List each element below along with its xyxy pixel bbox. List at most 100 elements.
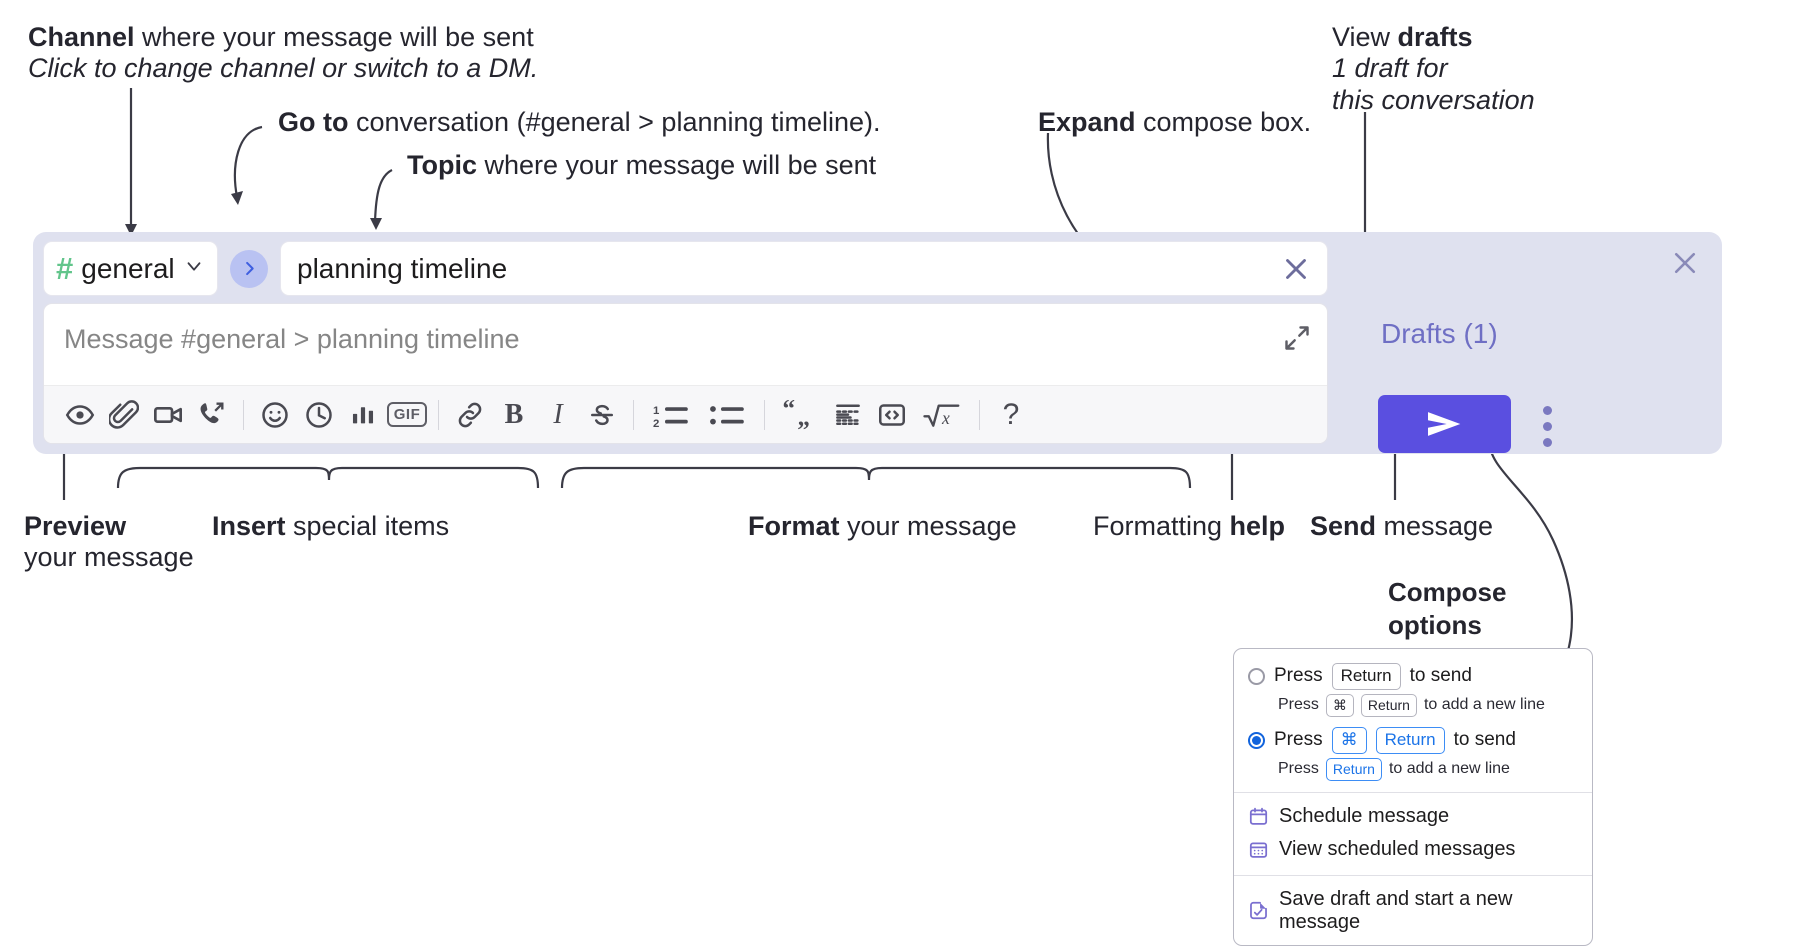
channel-name-label: general: [81, 252, 175, 284]
toolbar-divider: [243, 399, 244, 430]
menu-divider: [1234, 874, 1592, 876]
annotation-goto: Go to conversation (#general > planning …: [278, 107, 881, 138]
calendar-grid-icon: [1248, 839, 1269, 860]
key-return: Return: [1331, 663, 1401, 690]
annotation-preview: Preview your message: [24, 511, 194, 574]
annotation-send: Send message: [1310, 511, 1493, 542]
option2-sub-pre: Press: [1278, 760, 1319, 778]
send-option-return-sub: Press ⌘ Return to add a new line: [1234, 692, 1592, 719]
code-block-icon[interactable]: [826, 393, 870, 437]
svg-text:1: 1: [653, 404, 660, 416]
panel-close-button[interactable]: [1670, 248, 1700, 278]
annotation-drafts-bold: drafts: [1397, 22, 1473, 52]
option2-sub-post: to add a new line: [1388, 760, 1510, 778]
blockquote-icon[interactable]: “„: [774, 393, 826, 437]
topic-input[interactable]: planning timeline: [280, 241, 1328, 296]
toolbar-divider: [764, 399, 765, 430]
annotation-topic-bold: Topic: [407, 150, 477, 180]
menu-item-label: View scheduled messages: [1279, 837, 1516, 860]
drafts-link[interactable]: Drafts (1): [1381, 318, 1498, 349]
annotation-format-bold: Format: [748, 511, 840, 541]
bulleted-list-icon[interactable]: [699, 393, 755, 437]
code-icon[interactable]: [870, 393, 914, 437]
emoji-icon[interactable]: [253, 393, 297, 437]
annotation-drafts-italic2: this conversation: [1332, 84, 1535, 115]
annotation-send-bold: Send: [1310, 511, 1377, 541]
annotation-help-pre: Formatting: [1093, 511, 1230, 541]
send-option-return[interactable]: Press Return to send: [1234, 661, 1592, 692]
goto-conversation-button[interactable]: [230, 249, 268, 288]
annotation-insert-rest: special items: [285, 511, 450, 541]
key-return: Return: [1375, 726, 1445, 754]
hash-icon: #: [56, 251, 74, 286]
radio-button[interactable]: [1248, 667, 1265, 685]
option1-post: to send: [1409, 665, 1472, 687]
svg-text:x: x: [941, 407, 950, 427]
menu-item-schedule-message[interactable]: Schedule message: [1234, 800, 1592, 833]
toolbar-divider: [438, 399, 439, 430]
annotation-insert: Insert special items: [212, 511, 449, 542]
link-icon[interactable]: [448, 393, 492, 437]
bold-label: B: [504, 398, 524, 430]
video-icon[interactable]: [146, 393, 190, 437]
help-label: ?: [1002, 397, 1020, 431]
chevron-down-icon: [183, 255, 205, 282]
annotation-compose-bold2: options: [1388, 610, 1482, 641]
save-draft-icon: [1248, 900, 1269, 921]
poll-icon[interactable]: [341, 393, 385, 437]
chevron-right-icon: [245, 261, 254, 276]
expand-compose-button[interactable]: [1283, 324, 1311, 352]
option1-sub-pre: Press: [1278, 696, 1319, 714]
audio-call-icon[interactable]: [190, 393, 234, 437]
vertical-ellipsis-icon-dot: [1542, 437, 1552, 447]
annotation-channel-bold: Channel: [28, 22, 135, 52]
topic-clear-button[interactable]: [1279, 252, 1313, 286]
annotation-send-rest: message: [1376, 511, 1494, 541]
bold-icon[interactable]: B: [492, 393, 536, 437]
compose-options-menu: Press Return to send Press ⌘ Return to a…: [1233, 648, 1593, 946]
radio-button-selected[interactable]: [1248, 731, 1265, 749]
svg-text:2: 2: [653, 418, 659, 430]
annotation-compose-bold1: Compose: [1388, 577, 1507, 607]
attachment-icon[interactable]: [102, 393, 146, 437]
message-input[interactable]: Message #general > planning timeline: [43, 303, 1328, 444]
svg-text:„: „: [798, 404, 811, 430]
annotation-drafts: View drafts 1 draft for this conversatio…: [1332, 22, 1535, 116]
preview-icon[interactable]: [58, 393, 102, 437]
close-icon: [1286, 258, 1306, 279]
annotation-goto-bold: Go to: [278, 107, 349, 137]
vertical-ellipsis-icon-dot: [1542, 421, 1552, 431]
italic-icon[interactable]: I: [536, 393, 580, 437]
compose-panel: Drafts (1) # general: [33, 232, 1722, 454]
annotation-expand: Expand compose box.: [1038, 107, 1311, 138]
vertical-ellipsis-icon-dot: [1542, 405, 1552, 415]
gif-icon[interactable]: GIF: [385, 393, 429, 437]
menu-item-view-scheduled[interactable]: View scheduled messages: [1234, 833, 1592, 866]
menu-item-save-draft[interactable]: Save draft and start a new message: [1234, 883, 1592, 939]
annotation-expand-bold: Expand: [1038, 107, 1136, 137]
option1-pre: Press: [1274, 665, 1323, 687]
compose-header: # general planning timeline: [43, 241, 1328, 296]
annotation-drafts-italic1: 1 draft for: [1332, 53, 1448, 84]
send-button[interactable]: [1378, 395, 1511, 453]
channel-selector[interactable]: # general: [43, 241, 218, 296]
help-icon[interactable]: ?: [989, 393, 1033, 437]
send-option-cmd-return-sub: Press Return to add a new line: [1234, 756, 1592, 783]
compose-options-button[interactable]: [1533, 404, 1561, 448]
latex-icon[interactable]: x: [914, 393, 970, 437]
menu-item-label: Save draft and start a new message: [1279, 887, 1513, 933]
strikethrough-icon[interactable]: [580, 393, 624, 437]
key-command: ⌘: [1331, 726, 1367, 754]
option2-pre: Press: [1274, 729, 1323, 751]
calendar-icon: [1248, 806, 1269, 827]
annotation-format-rest: your message: [839, 511, 1017, 541]
option1-sub-post: to add a new line: [1423, 696, 1545, 714]
send-option-cmd-return[interactable]: Press ⌘ Return to send: [1234, 725, 1592, 756]
annotation-help: Formatting help: [1093, 511, 1285, 542]
annotation-preview-line2: your message: [24, 542, 194, 573]
toolbar-divider: [979, 399, 980, 430]
menu-item-label: Schedule message: [1279, 804, 1450, 827]
clock-icon[interactable]: [297, 393, 341, 437]
